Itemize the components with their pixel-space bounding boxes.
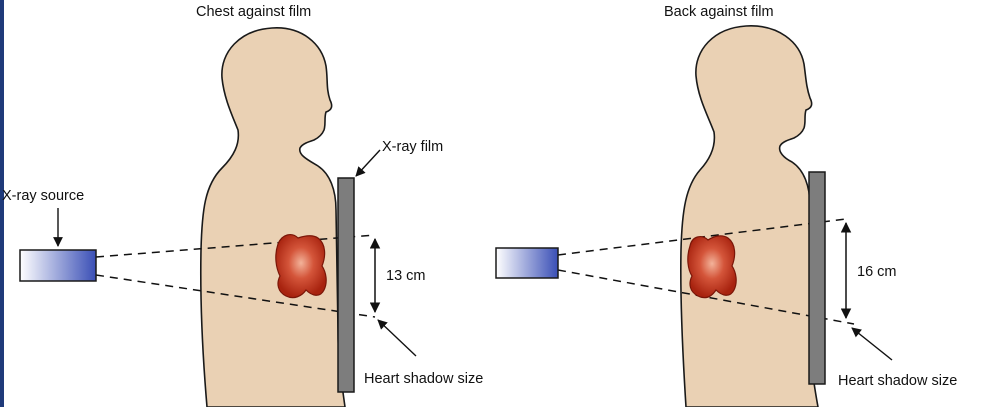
shadow-label: Heart shadow size — [364, 371, 483, 387]
film-label-arrow — [355, 149, 381, 177]
xray-film-icon — [337, 177, 355, 393]
panel-chest-against-film: Chest against film X-ray source X-ray fi… — [2, 4, 483, 407]
xray-film-icon — [808, 171, 826, 385]
human-silhouette-icon — [200, 27, 346, 407]
panel-title: Chest against film — [196, 4, 311, 20]
heart-icon — [275, 234, 327, 299]
source-label: X-ray source — [2, 188, 84, 204]
measure-label: 16 cm — [857, 264, 897, 280]
human-silhouette-icon — [680, 25, 819, 407]
left-frame-strip — [0, 0, 4, 407]
beam-upper — [95, 234, 376, 258]
heart-icon — [687, 235, 737, 299]
xray-source-icon — [19, 249, 97, 282]
panel-back-against-film: Back against film 16 cm Heart shadow siz… — [495, 4, 957, 407]
panel-title: Back against film — [664, 4, 774, 20]
beam-lower — [95, 274, 376, 318]
measure-label: 13 cm — [386, 268, 426, 284]
shadow-label: Heart shadow size — [838, 373, 957, 389]
xray-source-icon — [495, 247, 559, 279]
film-label: X-ray film — [382, 139, 443, 155]
shadow-label-arrow — [377, 319, 417, 357]
shadow-label-arrow — [851, 327, 893, 361]
